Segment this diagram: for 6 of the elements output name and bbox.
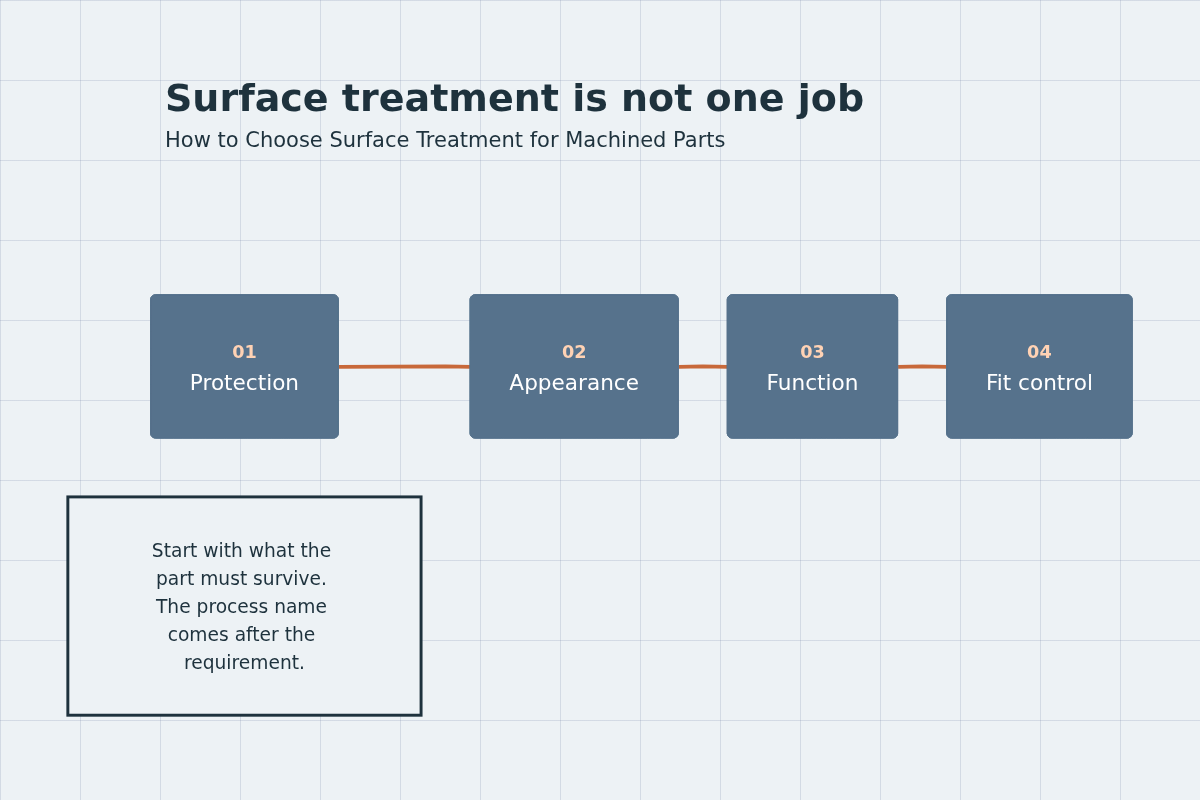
node-box: Start with what the part must survive. The process name comes after the requirement. bbox=[66, 495, 423, 717]
connector bbox=[678, 364, 728, 369]
connector bbox=[338, 364, 471, 369]
title: Surface treatment is not one job bbox=[165, 76, 865, 122]
connector bbox=[898, 364, 948, 369]
subtitle: How to Choose Surface Treatment for Machined Parts bbox=[165, 127, 727, 152]
